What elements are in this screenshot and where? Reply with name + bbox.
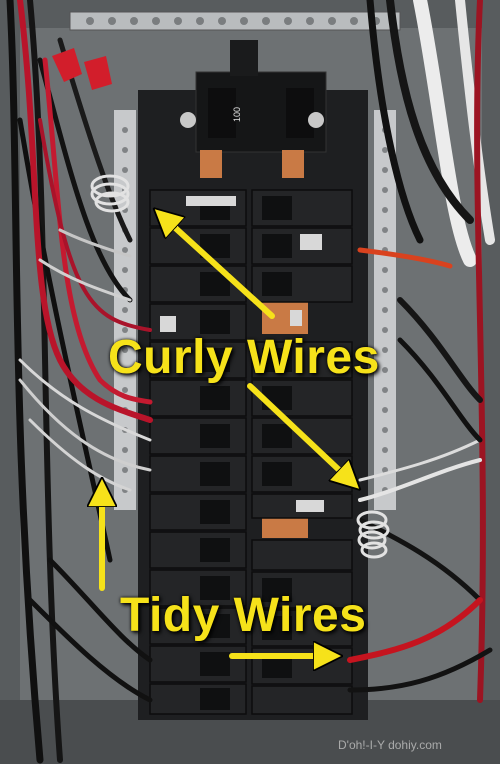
curly-wires-bottom <box>356 510 390 559</box>
neutral-bar-left <box>114 110 136 510</box>
wires-left <box>6 0 153 764</box>
main-breaker: 100 <box>180 40 327 153</box>
wires-right <box>347 0 495 703</box>
main-breaker-rating: 100 <box>232 107 242 122</box>
arrow-to-top-curly <box>160 214 275 319</box>
tidy-wires-label: Tidy Wires <box>120 589 367 642</box>
breaker-handles-left <box>200 196 230 710</box>
top-ground-bar <box>69 11 401 31</box>
annotation-arrows <box>102 214 354 656</box>
neutral-bar-right <box>374 110 396 510</box>
watermark: D'oh!-I-Y dohiy.com <box>338 738 442 752</box>
wire-nuts <box>52 48 112 90</box>
breaker-stickers <box>160 196 324 512</box>
curly-wires-top <box>90 174 130 213</box>
copper-bus <box>200 150 308 538</box>
curly-wires-label: Curly Wires <box>108 331 380 384</box>
breaker-handles-right <box>262 196 292 678</box>
arrow-to-bottom-curly <box>247 383 354 484</box>
